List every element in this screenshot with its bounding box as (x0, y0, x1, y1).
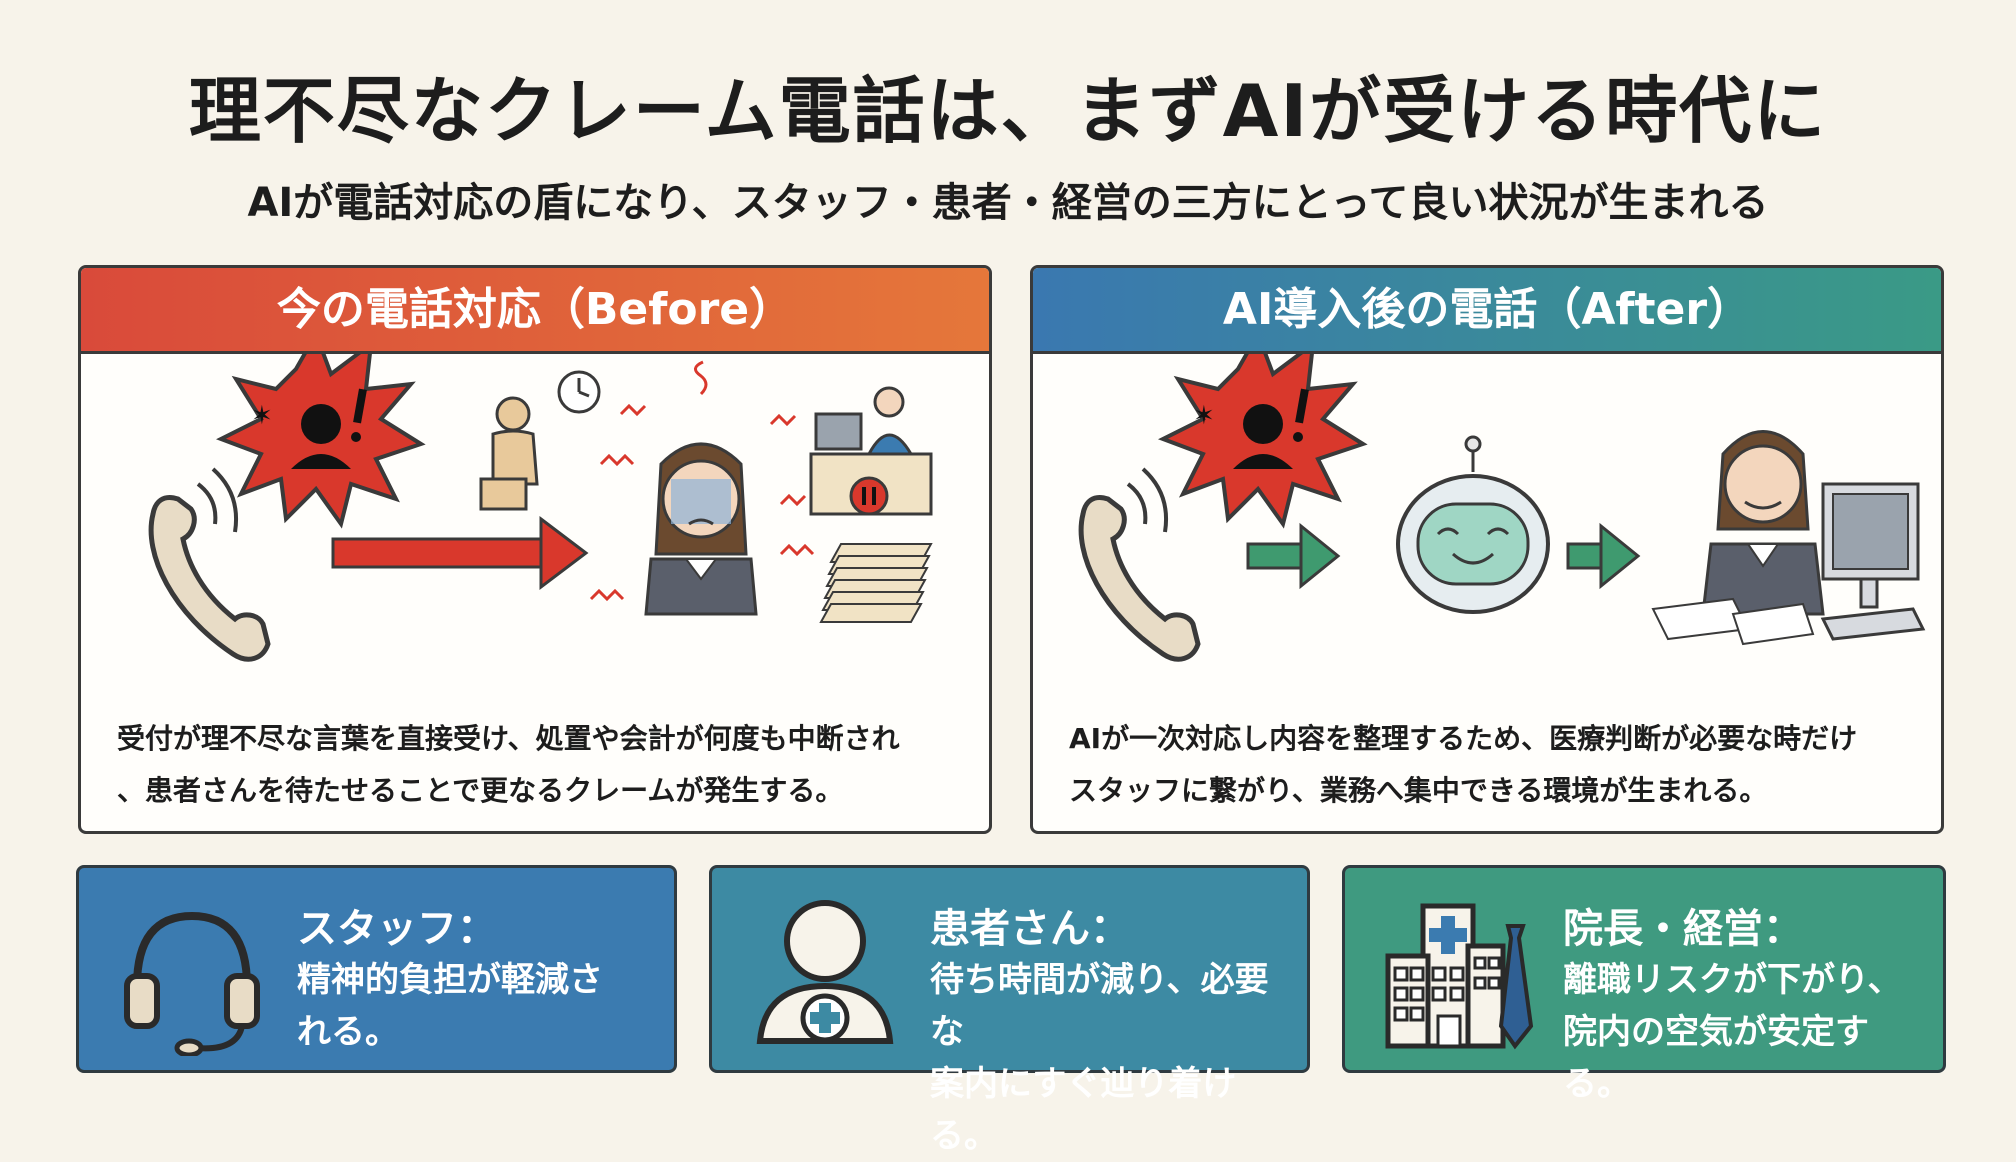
before-illustration: ✶ (148, 354, 933, 662)
page-title: 理不尽なクレーム電話は、まずAIが受ける時代に (188, 69, 1828, 153)
after-text-line2: スタッフに繋がり、業務へ集中できる環境が生まれる。 (1069, 774, 1768, 807)
before-heading: 今の電話対応（Before） (81, 268, 989, 354)
management-title: 院長・経営： (1563, 906, 1803, 952)
ai-robot-icon (1396, 435, 1550, 614)
svg-text:✶: ✶ (1193, 401, 1215, 431)
page-subtitle: AIが電話対応の盾になり、スタッフ・患者・経営の三方にとって良い状況が生まれる (247, 180, 1769, 226)
patient-body-line1: 待ち時間が減り、必要な (930, 960, 1269, 1052)
after-description: AIが一次対応し内容を整理するため、医療判断が必要な時だけ スタッフに繋がり、業… (1069, 713, 1919, 817)
staff-body-line1: 精神的負担が軽減さ (297, 960, 603, 1000)
staff-body: 精神的負担が軽減さ れる。 (297, 954, 657, 1058)
before-panel: 今の電話対応（Before） ✶ (78, 265, 992, 834)
angry-caller-icon: ✶ (1158, 354, 1368, 529)
management-body-line1: 離職リスクが下がり、 (1563, 960, 1902, 1000)
staff-benefit-card: スタッフ： 精神的負担が軽減さ れる。 (76, 865, 677, 1073)
staff-title: スタッフ： (297, 906, 497, 952)
before-text-line1: 受付が理不尽な言葉を直接受け、処置や会計が何度も中断され (117, 722, 900, 755)
before-description: 受付が理不尽な言葉を直接受け、処置や会計が何度も中断され 、患者さんを待たせるこ… (117, 713, 967, 817)
green-arrow-icon (1566, 522, 1641, 590)
before-text-line2: 、患者さんを待たせることで更なるクレームが発生する。 (117, 774, 844, 807)
phone-icon (1078, 467, 1201, 662)
computer-monitor-icon (1820, 482, 1926, 641)
management-body: 離職リスクが下がり、 院内の空気が安定する。 (1563, 954, 1923, 1110)
management-benefit-card: 院長・経営： 離職リスクが下がり、 院内の空気が安定する。 (1342, 865, 1946, 1104)
after-panel: AI導入後の電話（After） ✶ (1030, 265, 1944, 834)
headset-icon (124, 911, 260, 1056)
angry-caller-icon: ✶ (216, 354, 426, 529)
staff-body-line2: れる。 (297, 1012, 399, 1052)
patient-body: 待ち時間が減り、必要な 案内にすぐ辿り着ける。 (930, 954, 1290, 1162)
stressed-receptionist-icon (644, 360, 758, 616)
after-text-line1: AIが一次対応し内容を整理するため、医療判断が必要な時だけ (1069, 722, 1858, 755)
calm-staff-icon (1651, 430, 1825, 646)
desk-worker-icon (809, 386, 933, 516)
patient-benefit-card: 患者さん： 待ち時間が減り、必要な 案内にすぐ辿り着ける。 (709, 865, 1310, 1156)
red-arrow-icon (331, 515, 589, 591)
green-arrow-icon (1246, 522, 1341, 590)
stress-lines-icon (589, 403, 815, 602)
hospital-icon (1385, 903, 1534, 1050)
patient-icon (756, 900, 894, 1044)
svg-text:✶: ✶ (251, 401, 273, 431)
patient-title: 患者さん： (930, 906, 1130, 952)
after-heading: AI導入後の電話（After） (1033, 268, 1941, 354)
management-body-line2: 院内の空気が安定する。 (1563, 1012, 1869, 1104)
phone-icon (148, 467, 271, 662)
after-illustration: ✶ (1078, 354, 1926, 662)
paper-stack-icon (819, 543, 933, 623)
patient-body-line2: 案内にすぐ辿り着ける。 (930, 1064, 1237, 1156)
waiting-patient-icon (479, 370, 601, 511)
